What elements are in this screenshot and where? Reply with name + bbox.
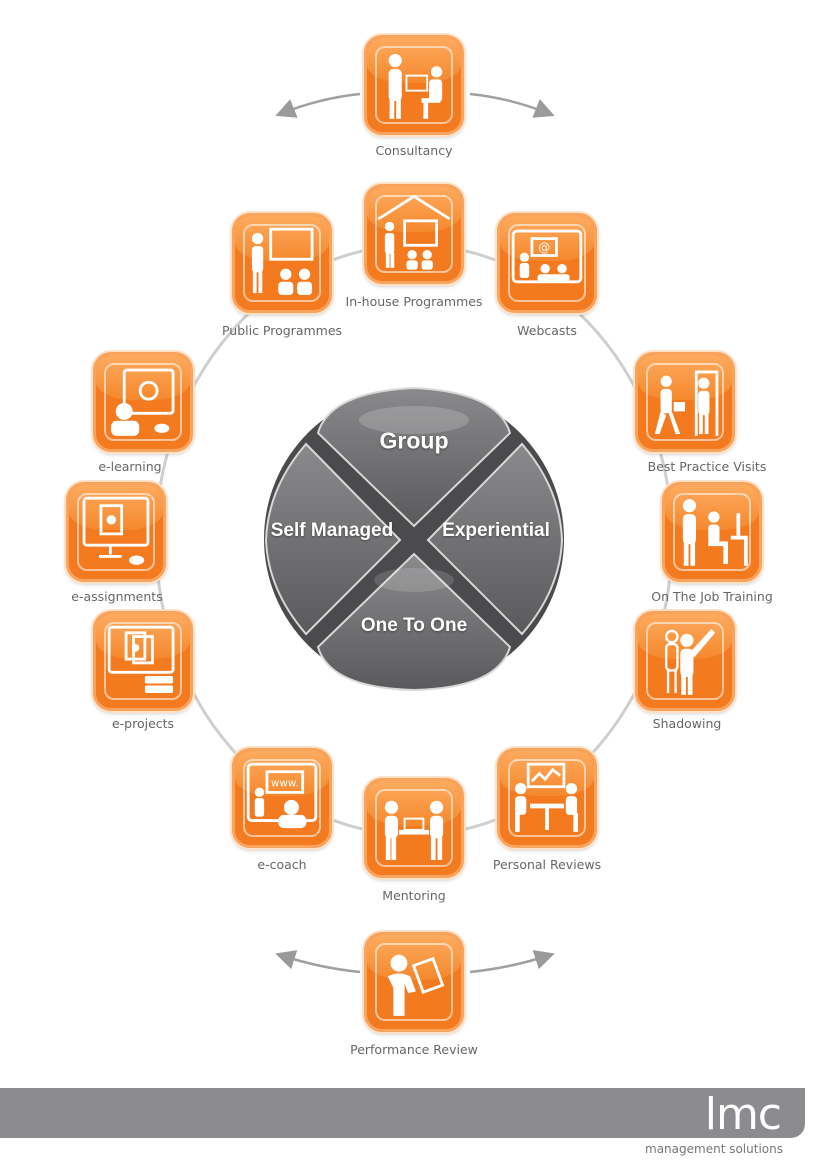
computer-learner-icon [111, 368, 175, 436]
brand-logo: lmc [704, 1089, 782, 1140]
shadowing-people-icon [665, 629, 716, 695]
label-e-projects: e-projects [111, 716, 175, 731]
svg-text:@: @ [538, 241, 550, 255]
segment-bottom [316, 552, 512, 692]
label-in-house: In-house Programmes [345, 294, 483, 309]
label-consultancy: Consultancy [375, 143, 453, 158]
svg-text:www.: www. [271, 778, 299, 790]
label-public-programmes: Public Programmes [221, 323, 343, 338]
segment-label-one-to-one: One To One [360, 615, 468, 636]
label-personal-reviews: Personal Reviews [492, 857, 602, 872]
desk-trainer-icon [682, 499, 748, 566]
tile-on-the-job[interactable] [662, 482, 762, 582]
arrow-right-bottom [469, 950, 555, 974]
clipboard-person-icon [387, 954, 445, 1016]
arrow-left-top [275, 92, 361, 118]
label-shadowing: Shadowing [652, 716, 722, 731]
segment-label-group: Group [379, 427, 449, 454]
segment-right [426, 442, 564, 636]
mentor-pair-icon [384, 800, 444, 860]
tile-e-learning[interactable] [93, 352, 193, 452]
segment-left [264, 442, 402, 636]
segment-label-self-managed: Self Managed [270, 520, 394, 541]
tile-shadowing[interactable] [635, 611, 735, 711]
presenter-audience-icon [251, 227, 314, 295]
label-on-the-job: On The Job Training [651, 589, 773, 604]
label-e-learning: e-learning [98, 459, 162, 474]
brand-tagline: management solutions [645, 1142, 783, 1156]
tile-e-assignments[interactable] [66, 482, 166, 582]
tile-in-house[interactable] [364, 184, 464, 284]
tile-consultancy[interactable] [364, 35, 464, 135]
label-e-assignments: e-assignments [71, 589, 163, 604]
tile-performance-review[interactable] [364, 932, 464, 1032]
center-circle [264, 386, 564, 692]
consultation-icon [388, 53, 443, 119]
review-chart-icon [515, 762, 579, 832]
monitor-document-icon [82, 496, 150, 565]
segment-label-experiential: Experiential [442, 520, 550, 541]
house-presentation-icon [377, 194, 451, 270]
label-best-practice: Best Practice Visits [647, 459, 767, 474]
label-webcasts: Webcasts [517, 323, 577, 338]
visitor-door-icon [654, 370, 719, 436]
tile-e-coach[interactable]: www. [232, 748, 332, 848]
tile-personal-reviews[interactable] [497, 748, 597, 848]
label-e-coach: e-coach [257, 857, 307, 872]
label-performance-review: Performance Review [350, 1042, 478, 1057]
arrow-right-top [469, 92, 555, 118]
footer-bar [0, 1088, 805, 1138]
tile-e-projects[interactable] [93, 611, 193, 711]
tile-public-programmes[interactable] [232, 213, 332, 313]
tile-best-practice[interactable] [635, 352, 735, 452]
webcast-screen-icon: @ [511, 229, 583, 284]
web-coach-icon: www. [246, 762, 318, 829]
monitor-files-icon [107, 625, 175, 693]
arrow-left-bottom [275, 950, 361, 974]
segment-top [316, 386, 512, 528]
label-mentoring: Mentoring [382, 888, 446, 903]
tile-mentoring[interactable] [364, 778, 464, 878]
tile-webcasts[interactable]: @ [497, 213, 597, 313]
